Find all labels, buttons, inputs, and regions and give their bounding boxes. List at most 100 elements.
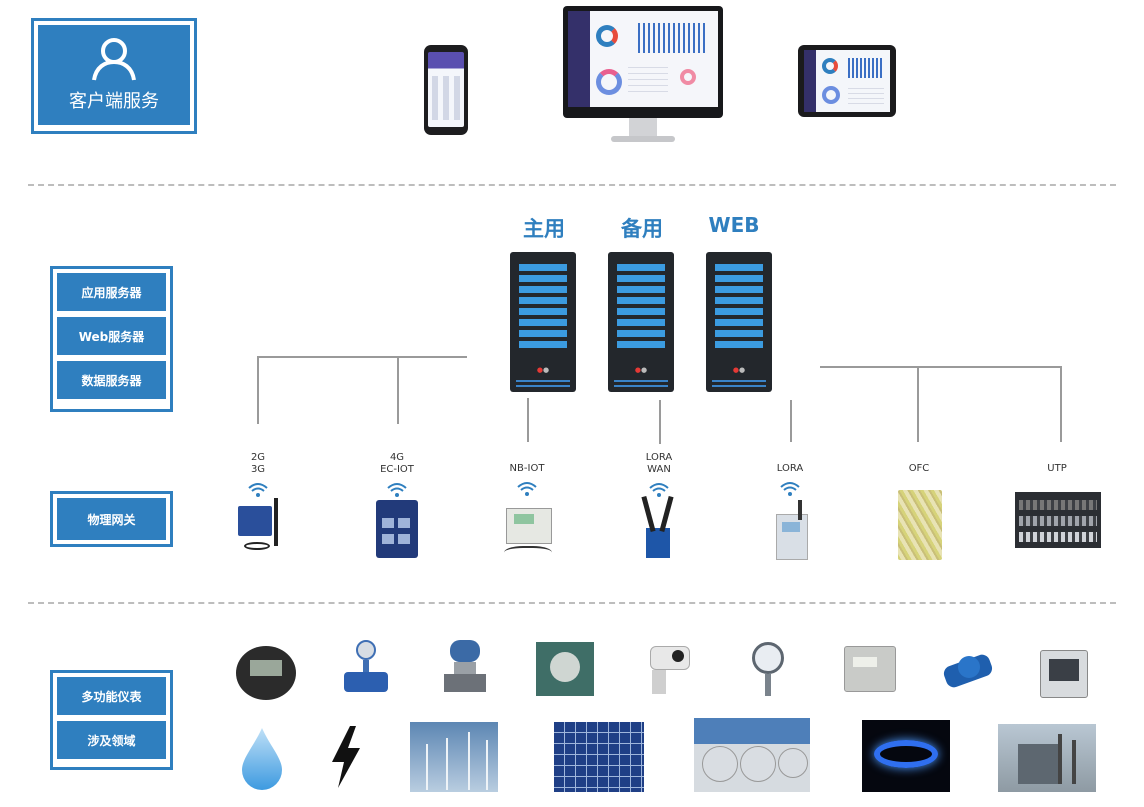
wifi-signal-icon [649,483,669,497]
separator-top [28,184,1116,186]
connector-4g-vertical [397,356,399,424]
connector-right-horizontal [820,366,1062,368]
gateway-label-box: 物理网关 [50,491,173,547]
gateway-label-line: 4G [389,452,405,463]
smartphone-icon [424,45,468,135]
server-primary-icon: ●● [510,252,576,392]
gateway-label-line: 2G [250,452,266,463]
wifi-signal-icon [248,483,268,497]
valve-meter-icon [536,642,594,696]
server-stripe [516,380,570,382]
connector-2g3g-vertical [257,356,259,424]
server-stripe [712,380,766,382]
server-title-primary: 主用 [523,217,565,241]
server-web-icon: ●● [706,252,772,392]
web-server-label: Web服务器 [57,317,166,355]
domain-label: 涉及领域 [57,721,166,759]
water-meter-icon [940,650,996,696]
connector-nbiot-vertical [527,398,529,442]
pressure-transmitter-icon [444,640,486,696]
gateway-label-2: NB-IOT [487,463,567,475]
server-slot [617,308,665,315]
substation-image [998,724,1096,792]
energy-meter-icon [236,646,296,700]
server-slot [715,275,763,282]
gateway-ofc-cable-image [898,490,942,560]
server-slot [519,286,567,293]
gas-meter-icon [844,646,896,692]
server-slot [617,319,665,326]
server-title-backup: 备用 [621,217,663,241]
server-slot [715,286,763,293]
desktop-monitor-icon [563,6,723,146]
wifi-signal-icon [780,482,800,496]
server-stripe [516,385,570,387]
device-label-box: 多功能仪表 涉及领域 [50,670,173,770]
app-server-label: 应用服务器 [57,273,166,311]
gateway-label: 物理网关 [57,498,166,540]
gateway-label-line: LORA [645,452,673,463]
server-slot [617,341,665,348]
gateway-label-line: LORA [776,463,804,474]
server-slot [519,330,567,337]
gateway-lorawan-device-icon [640,495,676,560]
data-server-label: 数据服务器 [57,361,166,399]
server-slot [519,275,567,282]
server-slot [617,275,665,282]
power-analyzer-icon [1040,650,1088,698]
server-slot [519,308,567,315]
connector-lora-vertical [790,400,792,442]
tablet-icon [798,45,896,117]
separator-bottom [28,602,1116,604]
lightning-icon [332,726,360,788]
gateway-label-line: EC-IOT [380,464,414,475]
wind-turbine-image [410,722,498,792]
gateway-nbiot-device-icon [502,508,554,562]
connector-utp-vertical [1060,366,1062,442]
flow-meter-icon [344,640,388,696]
gateway-lora-device-icon [776,500,810,560]
client-service-cell: 客户端服务 [38,25,190,125]
server-slot [519,297,567,304]
camera-icon [642,644,690,696]
server-status-leds: ●● [536,366,550,374]
solar-panel-image [554,722,644,792]
gateway-label-line: NB-IOT [509,463,545,474]
gateway-label-line: WAN [647,464,671,475]
connector-ofc-vertical [917,366,919,442]
server-slot [715,264,763,271]
server-slot [715,341,763,348]
gateway-2g3g-device-icon [236,498,282,550]
wifi-signal-icon [387,483,407,497]
multifunction-meter-label: 多功能仪表 [57,677,166,715]
gas-flame-image [862,720,950,792]
server-slot [715,330,763,337]
server-slot [715,308,763,315]
server-stripe [712,385,766,387]
server-status-leds: ●● [634,366,648,374]
gateway-label-line: UTP [1047,463,1067,474]
pressure-gauge-icon [748,642,788,698]
server-label-box: 应用服务器 Web服务器 数据服务器 [50,266,173,412]
gas-tank-image [694,718,810,792]
server-slot [519,319,567,326]
server-stripe [614,380,668,382]
server-status-leds: ●● [732,366,746,374]
gateway-utp-patch-image [1015,492,1101,548]
gateway-4g-device-icon [376,500,418,558]
server-slot [519,341,567,348]
server-title-web: WEB [708,213,760,237]
gateway-label-5: OFC [879,463,959,475]
server-slot [519,264,567,271]
server-slot [617,264,665,271]
gateway-label-4: LORA [750,463,830,475]
client-service-box: 客户端服务 [31,18,197,134]
user-icon [92,38,136,81]
connector-lorawan-vertical [659,400,661,444]
server-stripe [614,385,668,387]
server-slot [617,286,665,293]
connector-left-horizontal [257,356,467,358]
wifi-signal-icon [517,482,537,496]
